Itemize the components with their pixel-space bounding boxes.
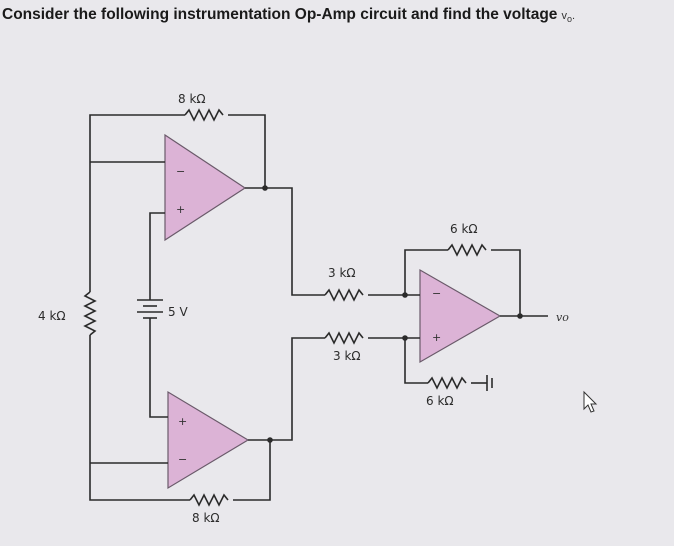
wire-bottom-noninverting	[149, 318, 168, 418]
opamp-diff-plus: +	[432, 331, 441, 344]
resistor-ground	[427, 376, 467, 390]
label-ground: 6 kΩ	[426, 394, 454, 408]
label-in-top: 3 kΩ	[328, 266, 356, 280]
resistor-in-top	[324, 288, 364, 302]
resistor-top-feedback	[184, 108, 224, 122]
opamp-difference	[419, 268, 502, 364]
wire-bottom-feedback-left	[89, 463, 190, 501]
opamp-bottom-minus: −	[178, 453, 187, 466]
wire-top-feedback-left	[89, 114, 185, 162]
wire-top-feedback-right	[228, 114, 266, 188]
wire-top-noninverting	[149, 212, 165, 300]
node-bottom-output	[267, 437, 273, 443]
question-body: Consider the following instrumentation O…	[2, 6, 558, 23]
node-top-output	[262, 185, 268, 191]
resistor-diff-feedback	[447, 243, 487, 257]
label-gain: 4 kΩ	[38, 309, 66, 323]
opamp-diff-minus: −	[432, 287, 441, 300]
cursor-icon	[583, 390, 598, 413]
label-diff-feedback: 6 kΩ	[450, 222, 478, 236]
wire-ground-left	[404, 338, 428, 384]
label-in-bottom: 3 kΩ	[333, 349, 361, 363]
opamp-bottom-plus: +	[178, 415, 187, 428]
wire-diff-feedback-left	[404, 249, 448, 295]
wire-bottom-feedback-right	[233, 440, 271, 501]
question-text: Consider the following instrumentation O…	[2, 6, 672, 24]
wire-diff-feedback-right	[491, 249, 521, 316]
wire-bottom-output	[248, 337, 325, 441]
opamp-top	[164, 133, 247, 242]
resistor-bottom-feedback	[189, 493, 229, 507]
question-variable: vo.	[561, 10, 576, 25]
resistor-in-bottom	[324, 331, 364, 345]
resistor-gain	[83, 291, 97, 336]
node-output	[517, 313, 523, 319]
opamp-top-plus: +	[176, 203, 185, 216]
label-output: vo	[556, 311, 569, 324]
label-source: 5 V	[168, 305, 188, 319]
wire-top-output	[245, 187, 325, 296]
label-top-feedback: 8 kΩ	[178, 92, 206, 106]
label-bottom-feedback: 8 kΩ	[192, 511, 220, 525]
opamp-bottom	[167, 390, 250, 490]
opamp-top-minus: −	[176, 165, 185, 178]
